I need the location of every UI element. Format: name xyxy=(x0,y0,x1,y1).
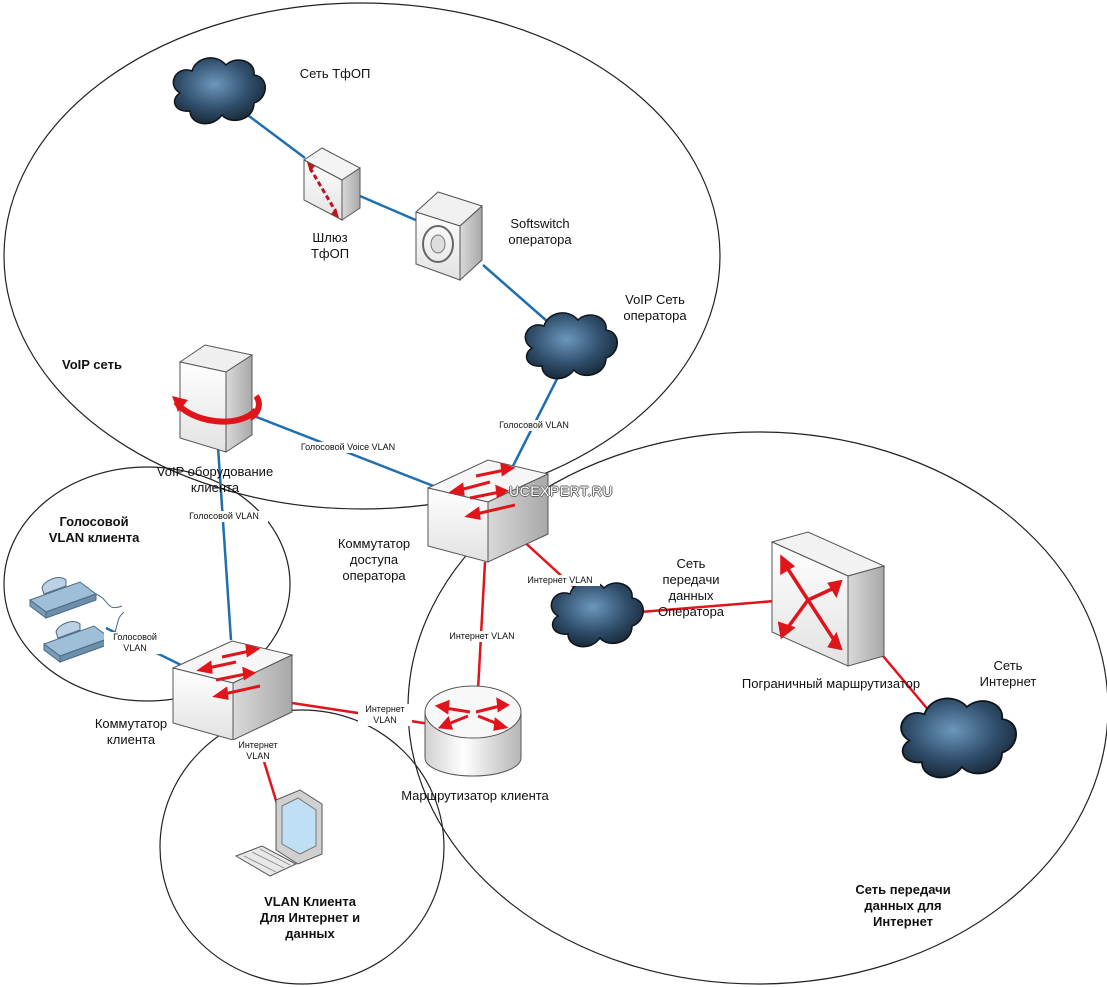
pstn-network-label: Сеть ТфОП xyxy=(299,66,371,81)
internet-vlan-pc-label: Интернет VLAN xyxy=(230,740,286,762)
pstn-gateway-icon xyxy=(303,147,361,221)
internet-data-network-label: Сеть передачи данных для Интернет xyxy=(855,882,951,929)
voip-operator-network-label: VoIP Сеть оператора xyxy=(623,292,687,323)
voip-equipment-label: VoIP оборудование клиента xyxy=(156,464,274,495)
client-voice-vlan-zone xyxy=(3,466,291,702)
border-router-icon xyxy=(770,531,886,667)
softswitch-label: Softswitch оператора xyxy=(508,216,572,247)
pstn-gateway-label: Шлюз ТфОП xyxy=(310,230,350,261)
ip-phone-icon xyxy=(28,577,123,619)
voice-voice-vlan-label: Голосовой Voice VLAN xyxy=(292,442,404,453)
cloud-icon xyxy=(550,580,644,648)
client-data-vlan-zone xyxy=(159,709,445,985)
access-switch-icon xyxy=(426,459,550,563)
computer-icon xyxy=(234,789,323,877)
internet-vlan-router-label: Интернет VLAN xyxy=(358,704,412,726)
router-icon xyxy=(424,685,522,777)
internet-vlan-access-label: Интернет VLAN xyxy=(440,631,524,642)
client-router-label: Маршрутизатор клиента xyxy=(401,788,549,803)
voice-vlan-phones-label: Голосовой VLAN xyxy=(104,632,166,654)
cloud-icon xyxy=(172,57,266,125)
internet-vlan-cloud-label: Интернет VLAN xyxy=(520,575,600,586)
client-voice-vlan-label: Голосовой VLAN клиента xyxy=(48,514,140,545)
border-router-label: Пограничный маршрутизатор xyxy=(741,676,921,691)
voice-vlan-client-label: Голосовой VLAN xyxy=(180,511,268,522)
softswitch-icon xyxy=(415,191,483,282)
voip-network-zone xyxy=(3,2,721,510)
internet-network-label: Сеть Интернет xyxy=(979,658,1037,689)
cloud-icon xyxy=(524,312,618,380)
client-switch-icon xyxy=(171,640,294,741)
voice-vlan-operator-label: Голосовой VLAN xyxy=(490,420,578,431)
client-data-vlan-label: VLAN Клиента Для Интернет и данных xyxy=(259,894,361,941)
voip-network-label: VoIP сеть xyxy=(62,357,122,372)
cloud-icon xyxy=(900,697,1017,779)
watermark-text: UCEXPERT.RU xyxy=(508,483,614,499)
voip-equipment-icon xyxy=(172,344,262,453)
access-switch-label: Коммутатор доступа оператора xyxy=(337,536,411,583)
operator-data-network-label: Сеть передачи данных Оператора xyxy=(657,556,725,619)
client-switch-label: Коммутатор клиента xyxy=(94,716,168,747)
